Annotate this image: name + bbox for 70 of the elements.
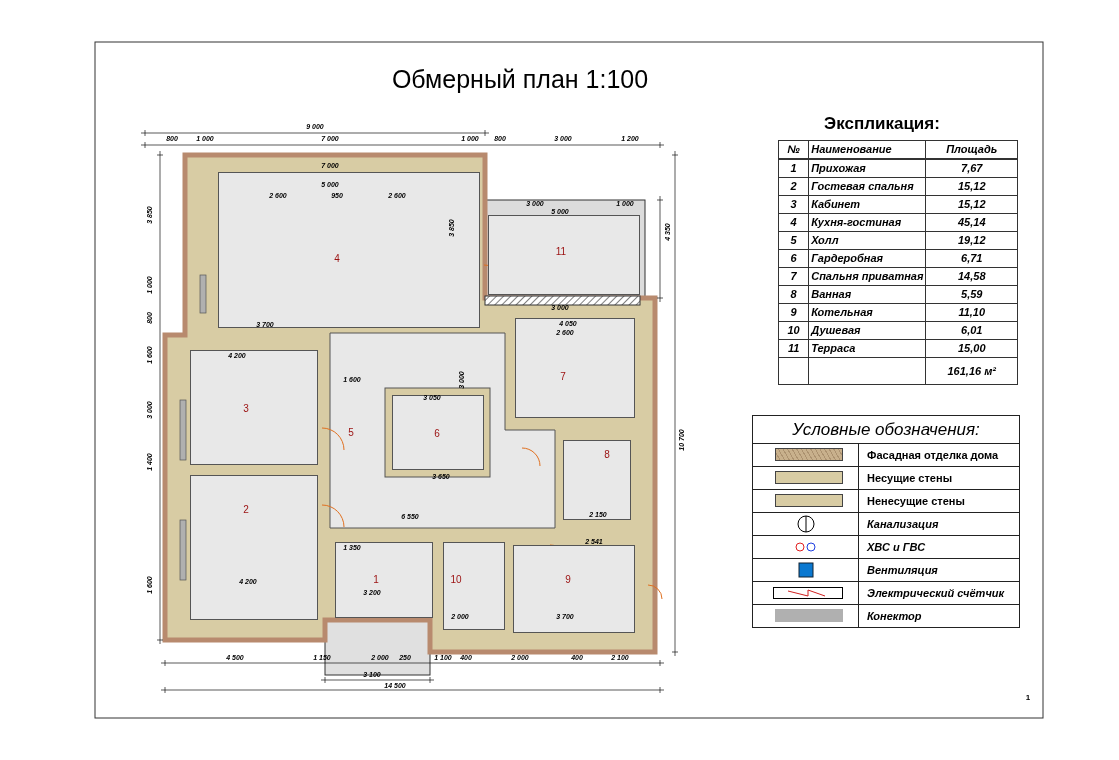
- table-cell: 7,67: [925, 159, 1018, 178]
- table-cell: 14,58: [925, 267, 1018, 286]
- legend-text: Несущие стены: [867, 471, 953, 486]
- table-cell: Кабинет: [808, 195, 926, 214]
- table-cell: Прихожая: [808, 159, 926, 178]
- plan-title: Обмерный план 1:100: [391, 64, 649, 94]
- table-cell: 6,71: [925, 249, 1018, 268]
- room-floor: [513, 545, 635, 633]
- room-floor: [563, 440, 631, 520]
- room-floor: [488, 215, 640, 295]
- table-cell: 4: [778, 213, 809, 232]
- column-header: №: [778, 140, 809, 159]
- room-floor: [190, 350, 318, 465]
- table-cell: Душевая: [808, 321, 926, 340]
- table-cell: 10: [778, 321, 809, 340]
- room-floor: [515, 318, 635, 418]
- table-cell: 5,59: [925, 285, 1018, 304]
- room-floor: [190, 475, 318, 620]
- column-header: Наименование: [808, 140, 926, 159]
- room-number: 7: [560, 370, 566, 382]
- room-number: 8: [604, 448, 610, 460]
- table-cell: 7: [778, 267, 809, 286]
- room-number: 9: [565, 573, 571, 585]
- table-cell: Спальня приватная: [808, 267, 926, 286]
- legend-text: Конектор: [867, 609, 922, 624]
- table-title: Экспликация:: [824, 114, 940, 134]
- table-cell: 6: [778, 249, 809, 268]
- table-cell: Котельная: [808, 303, 926, 322]
- table-cell: 11: [778, 339, 809, 358]
- table-cell: Ванная: [808, 285, 926, 304]
- room-number: 11: [555, 245, 567, 257]
- table-cell: Холл: [808, 231, 926, 250]
- table-cell: 3: [778, 195, 809, 214]
- room-number: 2: [243, 503, 249, 515]
- table-cell: Кухня-гостиная: [808, 213, 926, 232]
- table-cell: 6,01: [925, 321, 1018, 340]
- table-cell: 45,14: [925, 213, 1018, 232]
- room-floor: [218, 172, 480, 328]
- page-number: 1: [1025, 692, 1031, 702]
- table-cell: 19,12: [925, 231, 1018, 250]
- legend-text: Вентиляция: [867, 563, 938, 578]
- room-floor: [443, 542, 505, 630]
- table-cell: Гостевая спальня: [808, 177, 926, 196]
- room-number: 4: [334, 252, 340, 264]
- legend-text: Электрический счётчик: [867, 586, 1005, 601]
- table-cell: 15,00: [925, 339, 1018, 358]
- room-number: 3: [243, 402, 249, 414]
- table-cell: Гардеробная: [808, 249, 926, 268]
- room-number: 5: [348, 426, 354, 438]
- table-cell: 15,12: [925, 195, 1018, 214]
- table-cell: 2: [778, 177, 809, 196]
- table-cell: Терраса: [808, 339, 926, 358]
- legend-text: Ненесущие стены: [867, 494, 965, 509]
- room-floor: [392, 395, 484, 470]
- table-cell: 161,16 м²: [925, 357, 1018, 385]
- room-number: 10: [450, 573, 462, 585]
- legend-text: ХВС и ГВС: [867, 540, 926, 555]
- legend-text: Фасадная отделка дома: [867, 448, 999, 463]
- room-number: 1: [373, 573, 379, 585]
- table-cell: 8: [778, 285, 809, 304]
- legend-title: Условные обозначения:: [753, 416, 1019, 444]
- table-cell: 1: [778, 159, 809, 178]
- room-floor: [335, 542, 433, 618]
- table-cell: 11,10: [925, 303, 1018, 322]
- table-cell: 9: [778, 303, 809, 322]
- column-header: Площадь: [925, 140, 1018, 159]
- table-cell: 5: [778, 231, 809, 250]
- legend-text: Канализация: [867, 517, 939, 532]
- room-number: 6: [434, 427, 440, 439]
- table-cell: 15,12: [925, 177, 1018, 196]
